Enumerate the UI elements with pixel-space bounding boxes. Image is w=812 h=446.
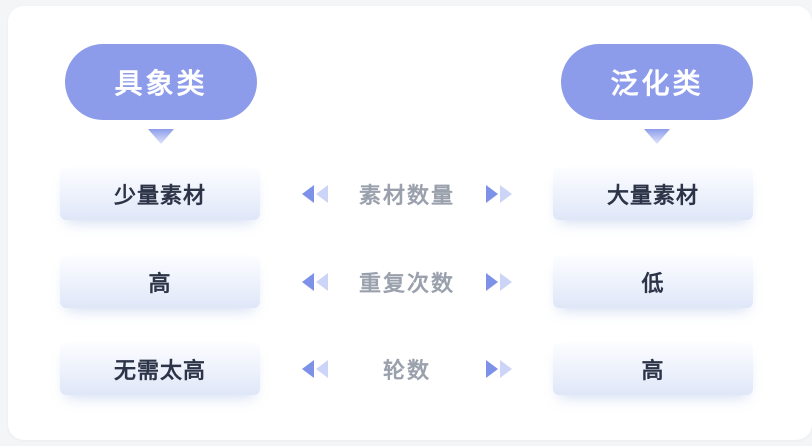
left-category-label: 具象类 xyxy=(114,68,208,99)
value-box-right: 大量素材 xyxy=(553,168,753,220)
right-category-label: 泛化类 xyxy=(610,68,704,99)
value-text: 大量素材 xyxy=(606,183,699,208)
double-chevron-right-icon xyxy=(486,185,512,203)
row-center: 轮数 xyxy=(301,343,513,395)
left-category-pill: 具象类 xyxy=(65,44,257,120)
value-text: 高 xyxy=(148,271,172,296)
value-text: 高 xyxy=(641,358,665,383)
value-box-right: 高 xyxy=(553,343,753,395)
double-chevron-left-icon xyxy=(302,273,328,291)
right-category-pill: 泛化类 xyxy=(561,44,753,120)
value-text: 少量素材 xyxy=(113,183,206,208)
value-box-left: 高 xyxy=(60,256,260,308)
double-chevron-left-icon xyxy=(302,185,328,203)
value-box-left: 无需太高 xyxy=(60,343,260,395)
metric-label: 素材数量 xyxy=(358,183,455,208)
metric-label: 轮数 xyxy=(382,358,431,383)
row-center: 重复次数 xyxy=(301,256,513,308)
value-box-right: 低 xyxy=(553,256,753,308)
row-center: 素材数量 xyxy=(301,168,513,220)
double-chevron-right-icon xyxy=(486,273,512,291)
value-box-left: 少量素材 xyxy=(60,168,260,220)
double-chevron-left-icon xyxy=(302,360,328,378)
metric-label: 重复次数 xyxy=(358,271,455,296)
value-text: 无需太高 xyxy=(113,358,206,383)
double-chevron-right-icon xyxy=(486,360,512,378)
value-text: 低 xyxy=(641,271,665,296)
